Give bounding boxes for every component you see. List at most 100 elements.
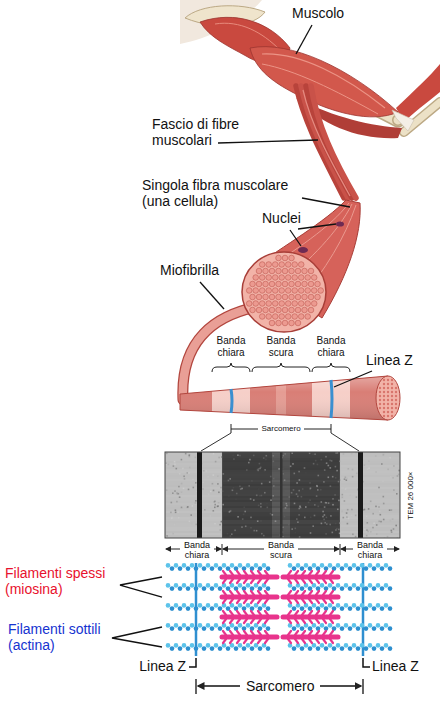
myofibril-outline [180,376,388,420]
myofibril-dot [285,275,291,281]
micrograph-grain [217,505,219,507]
micrograph-grain [321,459,323,461]
myosin-head [309,571,312,575]
micrograph-grain [346,479,348,481]
micrograph-grain [285,507,287,509]
micrograph-grain [214,501,216,503]
micrograph-grain [299,507,301,509]
actin-bead [380,586,385,591]
micrograph-grain [331,460,333,462]
actin-bead [202,566,207,571]
micrograph-streak [166,530,221,531]
micrograph-grain [259,463,261,465]
actin-bead [336,643,341,648]
micrograph-grain [181,491,183,493]
filament-dot [391,391,393,393]
actin-bead [364,606,369,611]
leader-line [334,371,372,387]
micrograph-grain [294,503,296,505]
myosin-head [309,579,312,583]
micrograph-grain [232,454,234,456]
micrograph-grain [196,524,198,526]
dimension-arrow [198,685,240,686]
forearm-muscle [396,64,440,122]
myosin-head [237,591,240,595]
micrograph-grain [322,516,324,518]
micrograph-grain [322,511,324,513]
micrograph-grain [370,501,372,503]
z-line [231,389,232,413]
micrograph-streak [341,504,399,505]
filament-dot [391,407,393,409]
micrograph-streak [166,468,221,469]
actin-bead [170,566,175,571]
micrograph-streak [166,532,221,533]
micrograph-grain [228,480,230,482]
myosin-head [265,579,268,583]
strand-highlight [303,90,350,196]
myosin-head [330,639,333,643]
myosin-head [295,631,298,635]
micrograph-grain [230,510,232,512]
micrograph-grain [187,507,189,509]
micrograph-grain [203,470,205,472]
micrograph-grain [372,527,374,529]
micrograph-grain [257,520,259,522]
micrograph-grain [368,467,370,469]
micrograph-grain [235,499,237,501]
micrograph-grain [270,476,272,478]
micrograph-grain [174,490,176,492]
band-brace [212,363,250,372]
nuclei-label: Nuclei [262,210,312,226]
micrograph-grain [326,502,328,504]
micrograph-grain [324,522,326,524]
actin-bead [246,603,251,608]
micrograph-grain [379,511,381,513]
actin-bead [288,563,293,568]
micrograph-streak [166,458,221,459]
actin-bead [254,563,259,568]
micrograph-streak [166,472,221,473]
micrograph-grain [184,478,186,480]
micrograph-grain [392,477,394,479]
micrograph-streak [341,506,399,507]
micrograph-grain [292,463,294,465]
actin-bead [234,646,239,651]
myosin-head [316,639,319,643]
micrograph-streak [341,484,399,485]
myosin-head [251,571,254,575]
actin-bead [360,583,365,588]
micrograph-grain [218,492,220,494]
micrograph-grain [227,533,229,535]
micrograph-grain [382,454,384,456]
myosin-head [288,599,291,603]
band-label: Banda chiara [175,540,219,561]
micrograph-grain [172,492,174,494]
micrograph-grain [189,521,191,523]
actin-bead [198,623,203,628]
actin-bead [222,563,227,568]
micrograph-grain [183,488,185,490]
micrograph-streak [341,462,399,463]
micrograph-grain [175,512,177,514]
micrograph-grain [251,480,253,482]
micrograph-grain [378,521,380,523]
micrograph-streak [166,480,221,481]
actin-bead [194,606,199,611]
actin-bead [348,646,353,651]
myofibril-dot [269,320,275,326]
actin-bead [258,646,263,651]
myofibril-dot [279,288,285,294]
micrograph-streak [166,482,221,483]
micrograph-streak [341,500,399,501]
micrograph-grain [213,453,215,455]
myosin-head [265,611,268,615]
myosin-head [330,611,333,615]
micrograph-streak [341,512,399,513]
actin-bead [328,583,333,588]
micrograph-grain [390,527,392,529]
micrograph-grain [188,472,190,474]
actin-bead [336,623,341,628]
micrograph-grain [296,493,298,495]
myosin-head [265,599,268,603]
